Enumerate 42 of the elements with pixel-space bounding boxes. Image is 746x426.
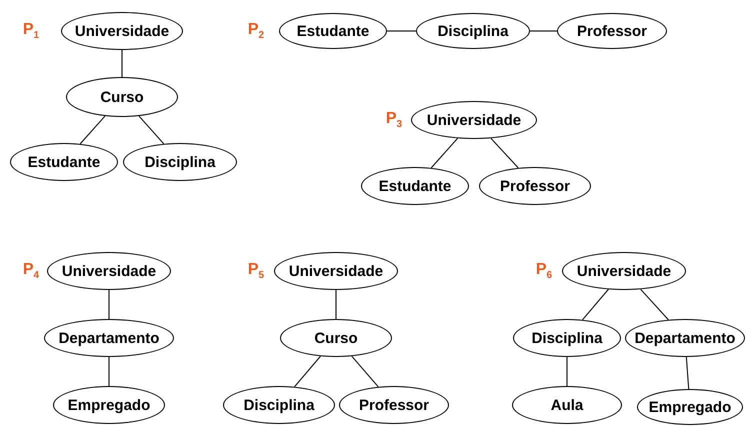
pattern-label: P$_{4}$ xyxy=(22,260,40,282)
node-label: Aula xyxy=(550,396,584,414)
connector-line xyxy=(108,356,110,386)
connector-line xyxy=(582,288,609,320)
connector-line xyxy=(138,116,164,144)
node-label: Empregado xyxy=(68,396,150,414)
node-label: Disciplina xyxy=(144,154,216,170)
connector-line xyxy=(430,138,458,168)
node-label: Departamento xyxy=(58,330,160,346)
node-label: Departamento xyxy=(634,330,736,346)
pattern-label: P$_{6}$ xyxy=(536,260,552,282)
connector-line xyxy=(640,288,669,320)
connector-line xyxy=(351,356,379,388)
node-label: Estudante xyxy=(296,22,370,40)
node-label: Curso xyxy=(314,330,358,346)
node-label: Universidade xyxy=(288,262,384,280)
node-label: Estudante xyxy=(378,178,452,194)
node-label: Curso xyxy=(100,88,144,106)
pattern-label: P$_{3}$ xyxy=(386,110,402,130)
pattern-label: P$_{5}$ xyxy=(248,260,264,282)
connector-line xyxy=(490,138,519,168)
node-label: Universidade xyxy=(74,22,170,40)
node-label: Universidade xyxy=(576,262,672,280)
pattern-label: P$_{1}$ xyxy=(22,20,40,42)
node-label: Universidade xyxy=(426,112,522,128)
connector-line xyxy=(686,356,690,390)
pattern-label: P$_{2}$ xyxy=(248,20,264,42)
node-label: Disciplina xyxy=(532,330,602,346)
node-label: Estudante xyxy=(28,154,100,170)
connector-line xyxy=(530,30,558,32)
node-label: Disciplina xyxy=(244,396,314,414)
connector-line xyxy=(386,30,416,32)
node-label: Professor xyxy=(358,396,430,414)
connector-line xyxy=(80,116,106,144)
connector-line xyxy=(294,356,321,388)
connector-line xyxy=(566,356,568,386)
node-label: Empregado xyxy=(648,398,732,416)
node-label: Universidade xyxy=(62,262,156,280)
node-label: Professor xyxy=(500,178,570,194)
node-label: Professor xyxy=(576,22,648,40)
node-label: Disciplina xyxy=(438,22,508,40)
connector-line xyxy=(108,290,110,320)
